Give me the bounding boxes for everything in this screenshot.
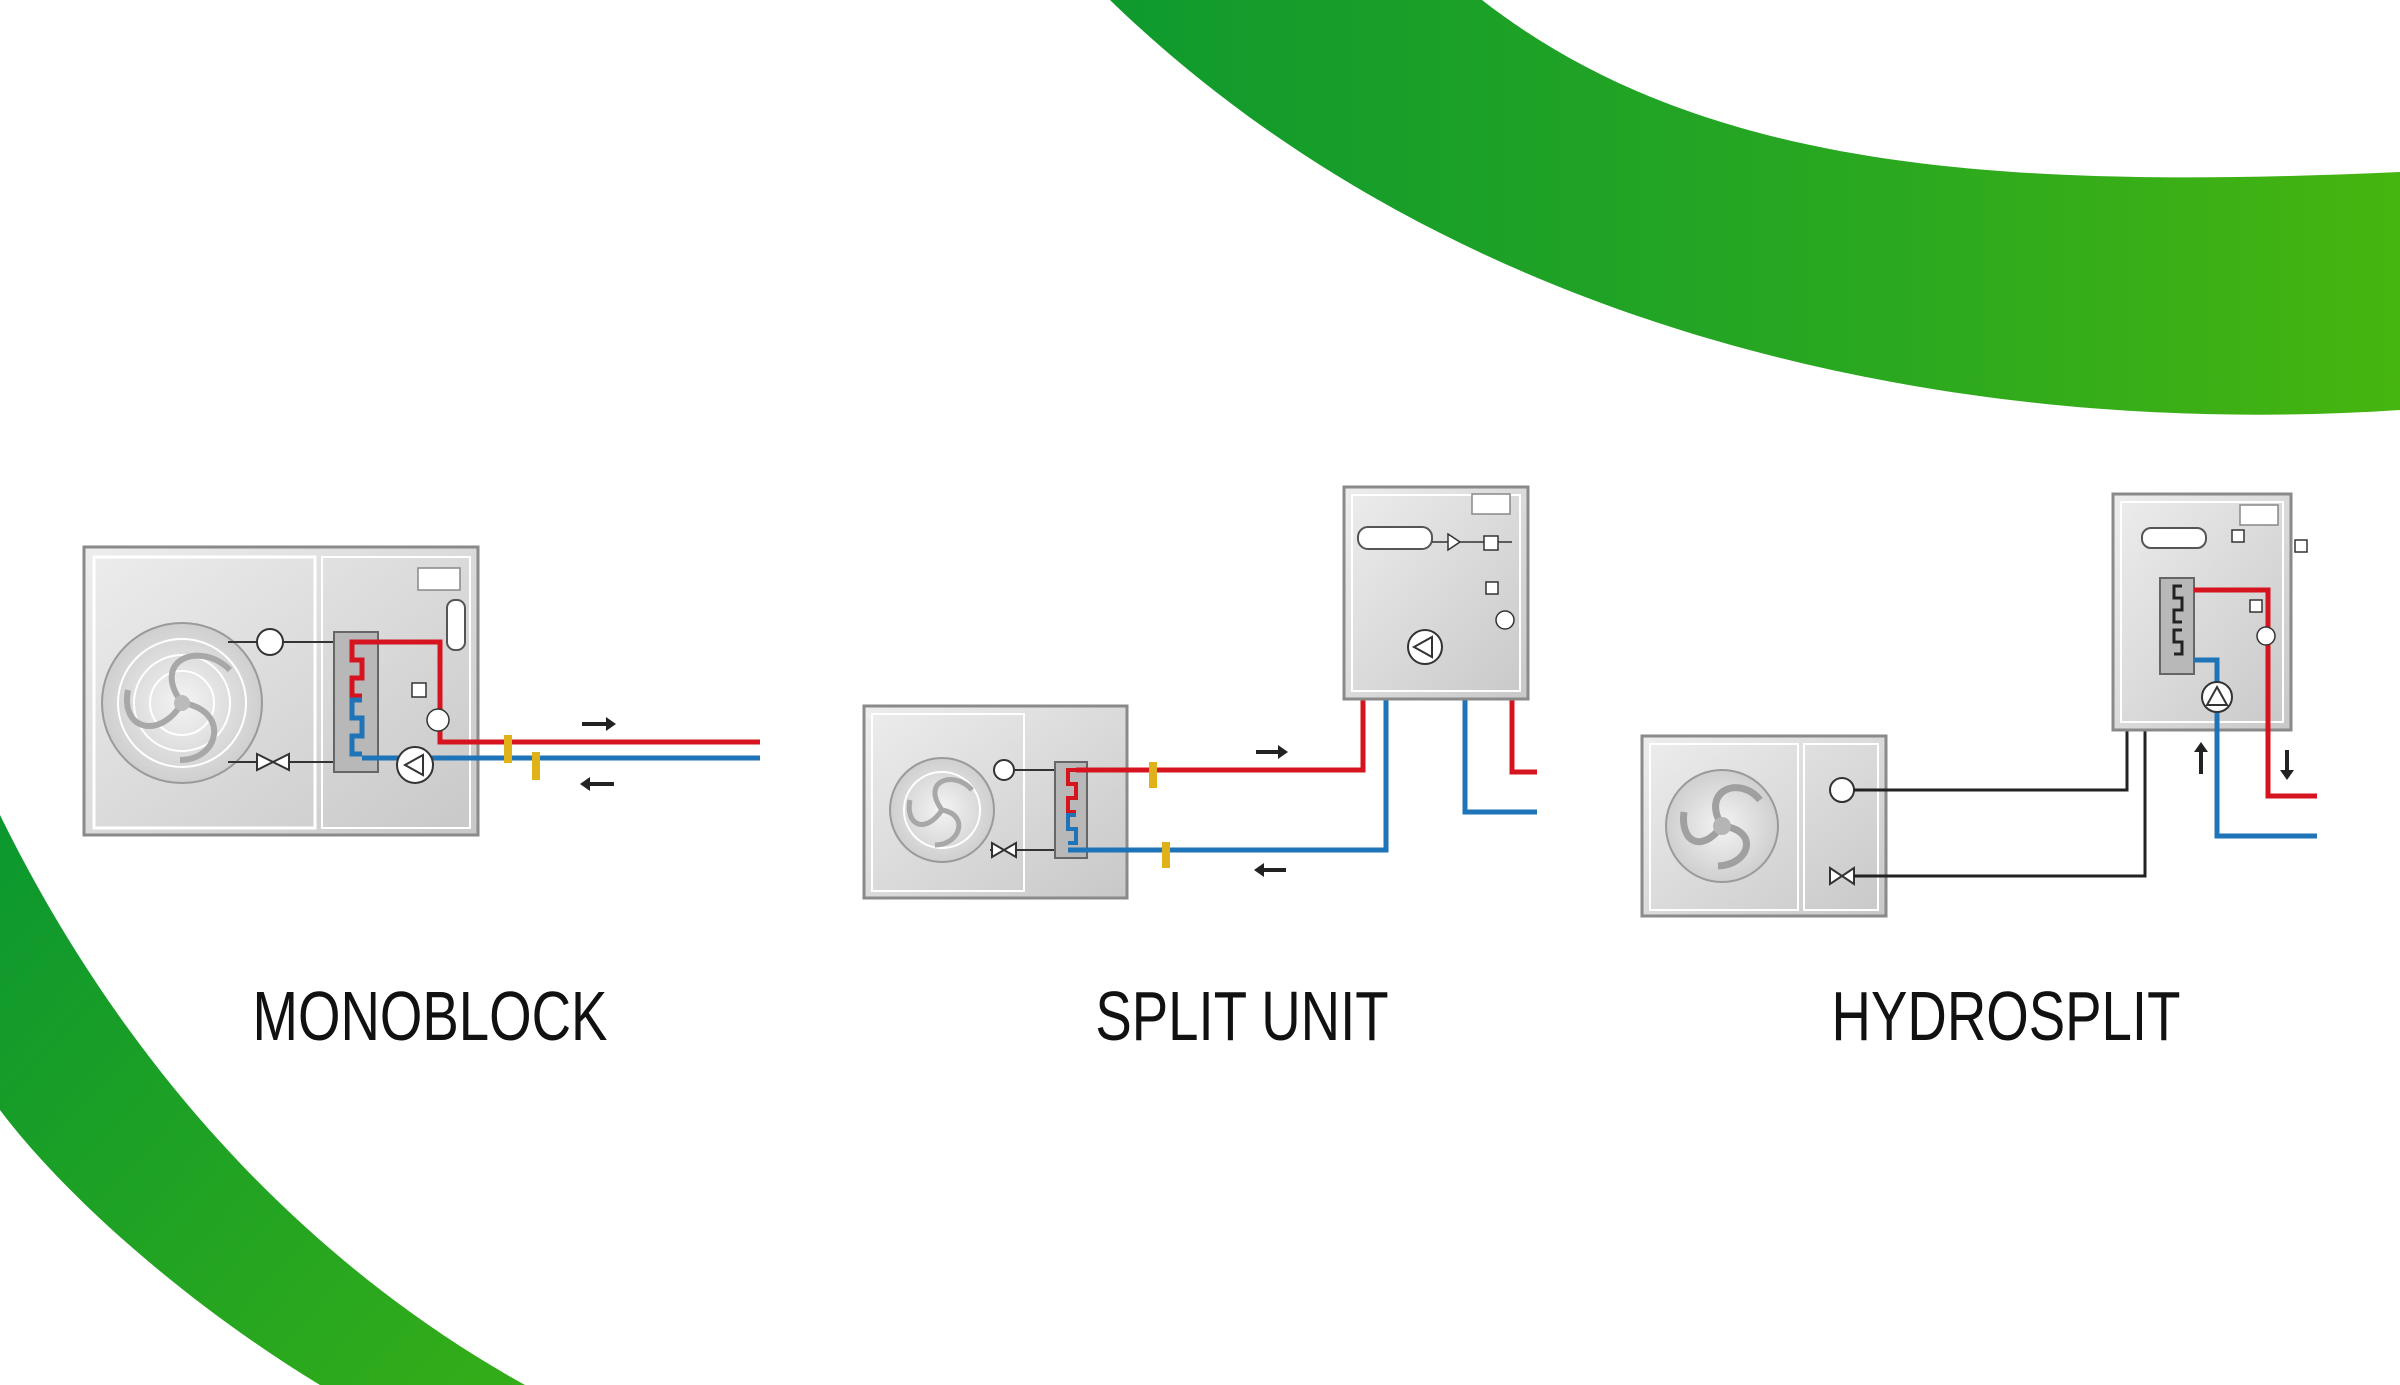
- expansion-vessel-icon: [2141, 527, 2207, 549]
- expansion-vessel-icon: [446, 599, 466, 651]
- flow-arrow-icon: [2194, 742, 2208, 774]
- fan-icon: [101, 622, 263, 784]
- valve-icon: [256, 752, 290, 772]
- fan-icon: [1665, 769, 1779, 883]
- flow-arrow-icon: [582, 717, 616, 731]
- flow-arrow-icon: [1254, 863, 1286, 877]
- compressor-icon: [1829, 777, 1855, 803]
- fan-icon: [889, 757, 995, 863]
- heat-exchanger-icon: [333, 631, 379, 773]
- compressor-icon: [256, 628, 284, 656]
- green-arc-bottom: [0, 815, 525, 1385]
- pump-icon: [396, 746, 434, 784]
- pressure-gauge-icon: [411, 682, 450, 732]
- flow-arrow-icon: [1256, 745, 1288, 759]
- indoor-unit: [1342, 485, 1530, 701]
- pump-icon: [1407, 629, 1443, 665]
- flow-arrow-icon: [2280, 750, 2294, 780]
- monoblock-label: MONOBLOCK: [252, 977, 608, 1055]
- hydrosplit-label: HYDROSPLIT: [1831, 977, 2181, 1055]
- flow-arrow-icon: [580, 777, 614, 791]
- pressure-gauge-icon: [1485, 581, 1515, 630]
- valve-icon: [991, 841, 1017, 859]
- heat-exchanger-icon: [2159, 577, 2195, 675]
- compressor-icon: [993, 759, 1015, 781]
- hydrosplit-diagram: [1640, 492, 2317, 918]
- monoblock-diagram: [82, 545, 760, 837]
- split-unit-label: SPLIT UNIT: [1095, 977, 1389, 1055]
- green-arc-top: [1110, 0, 2400, 415]
- expansion-vessel-icon: [1357, 526, 1433, 550]
- split-unit-diagram: [862, 485, 1537, 900]
- pump-icon: [2201, 681, 2233, 713]
- pressure-gauge-icon: [2249, 599, 2276, 646]
